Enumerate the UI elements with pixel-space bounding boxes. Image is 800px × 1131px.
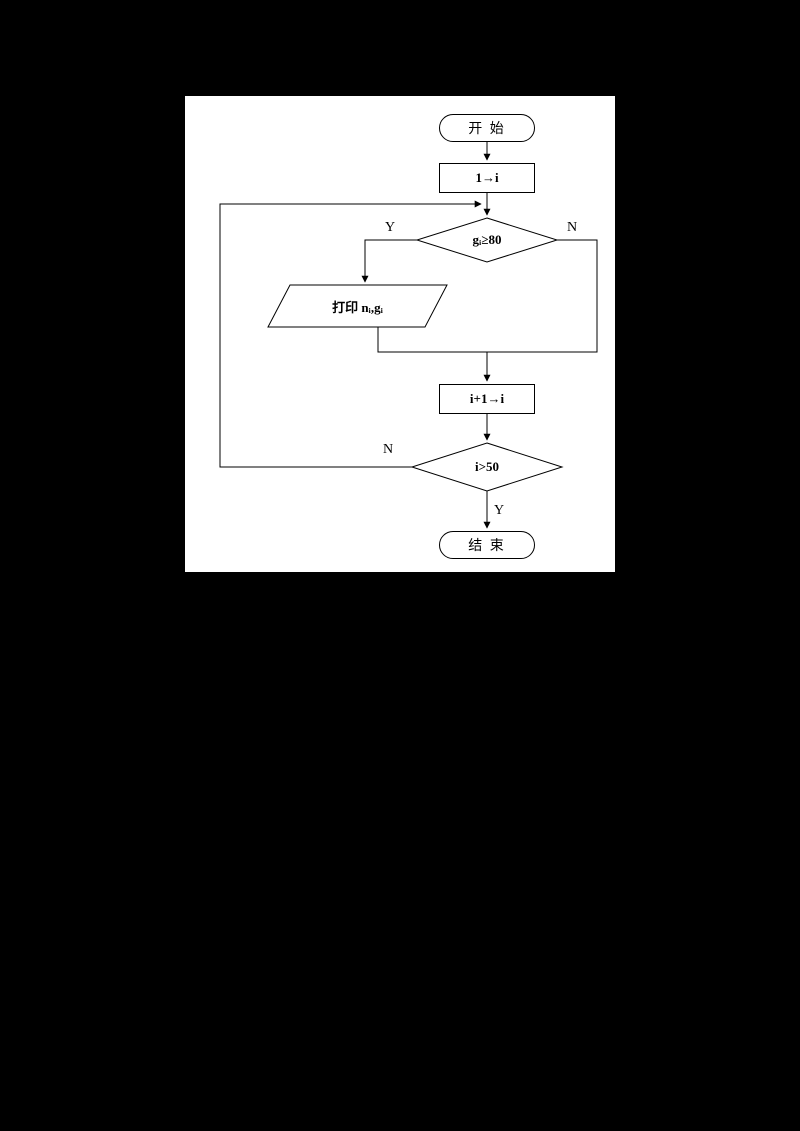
init-process-box: 1→i — [439, 163, 535, 193]
increment-process-box: i+1→i — [439, 384, 535, 414]
grade-check-label: gᵢ≥80 — [472, 232, 502, 247]
print-parallelogram-shape — [267, 284, 448, 328]
count-check-label: i>50 — [474, 459, 500, 474]
grade-check-diamond-shape — [415, 217, 559, 263]
count-check-diamond-shape — [410, 442, 564, 492]
grade-yes-branch-label: Y — [385, 220, 396, 235]
count-no-branch-label: N — [383, 442, 394, 457]
grade-no-branch-label: N — [567, 220, 578, 235]
flow-connectors — [219, 142, 598, 529]
connector-merge — [377, 239, 598, 353]
flowchart-canvas: 开 始 1→i gᵢ≥80 打印 nᵢ,gᵢ i+1→i i>50 结 束 Y … — [185, 96, 615, 572]
connector-grade-yes-to-print — [361, 239, 417, 283]
count-yes-branch-label: Y — [494, 503, 505, 518]
start-terminal: 开 始 — [439, 114, 535, 142]
end-terminal: 结 束 — [439, 531, 535, 559]
connector-loop-back — [219, 200, 482, 468]
print-label: 打印 nᵢ,gᵢ — [332, 299, 383, 315]
